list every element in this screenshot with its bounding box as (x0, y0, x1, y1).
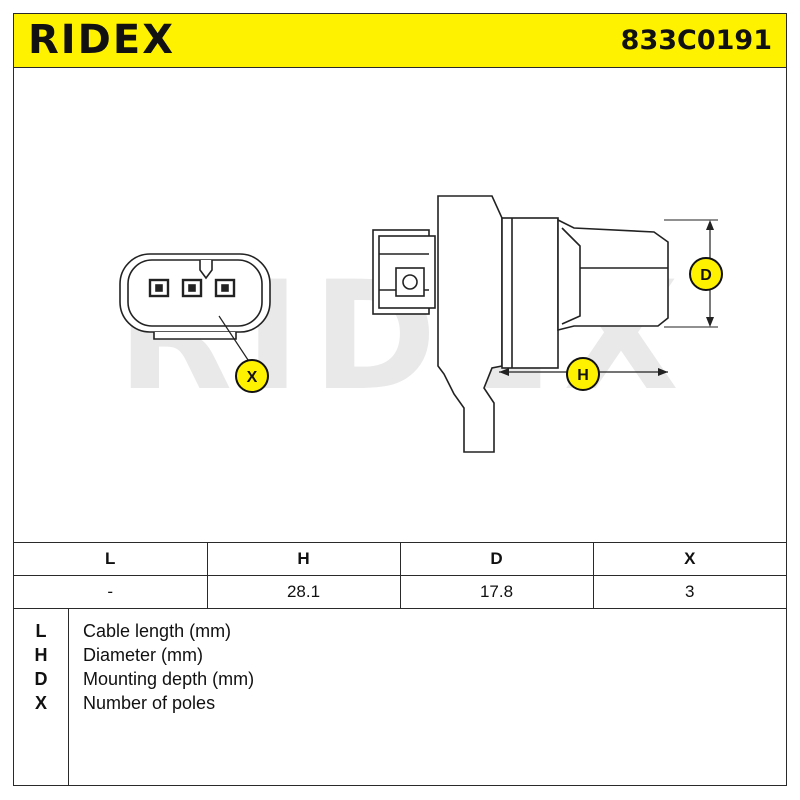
technical-drawing: RIDEX X (14, 68, 786, 542)
connector-drawing (119, 253, 271, 340)
legend-key: X (34, 693, 47, 713)
legend-item: X Number of poles (14, 691, 786, 715)
dimensions-table: L H D X - 28.1 17.8 3 (14, 542, 786, 609)
legend-item: L Cable length (mm) (14, 619, 786, 643)
legend-description: Number of poles (83, 693, 216, 713)
dimension-header: H (206, 542, 400, 576)
callout-d-label: D (700, 267, 712, 284)
dimension-header: X (592, 542, 786, 576)
legend-description: Cable length (mm) (83, 621, 232, 641)
dimensions-header-row: L H D X (14, 542, 786, 576)
callout-h-label: H (577, 367, 589, 384)
dimension-value: 3 (592, 575, 786, 609)
sensor-drawing (372, 195, 669, 453)
callout-d (689, 257, 723, 291)
legend-key: H (34, 645, 48, 665)
dimension-header: L (14, 542, 207, 576)
brand-logo: RIDEX (28, 17, 176, 63)
legend-key: D (34, 669, 48, 689)
product-sheet: RIDEX 833C0191 RIDEX (13, 13, 787, 786)
dimension-header: D (399, 542, 593, 576)
legend-item: D Mounting depth (mm) (14, 667, 786, 691)
callout-x (235, 359, 269, 393)
dimension-value: 17.8 (399, 575, 593, 609)
header-bar: RIDEX 833C0191 (14, 14, 786, 68)
part-number: 833C0191 (620, 25, 772, 56)
dimension-value: - (14, 575, 207, 609)
legend-divider (68, 609, 69, 786)
legend: L Cable length (mm) H Diameter (mm) D Mo… (14, 609, 786, 786)
legend-description: Mounting depth (mm) (83, 669, 255, 689)
drawing-svg: RIDEX X (117, 195, 723, 453)
legend-key: L (35, 621, 47, 641)
callout-h (566, 357, 600, 391)
legend-description: Diameter (mm) (83, 645, 203, 665)
dimensions-value-row: - 28.1 17.8 3 (14, 575, 786, 609)
legend-item: H Diameter (mm) (14, 643, 786, 667)
callout-x-label: X (247, 369, 258, 386)
dimension-value: 28.1 (206, 575, 400, 609)
